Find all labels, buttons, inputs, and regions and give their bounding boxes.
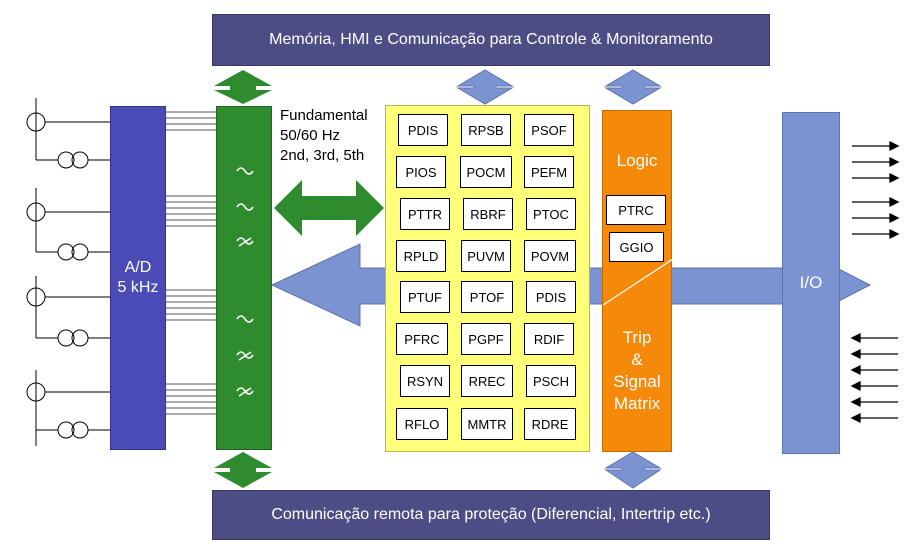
function-cell: PTUF xyxy=(400,281,450,313)
top-bar: Memória, HMI e Comunicação para Controle… xyxy=(212,14,770,66)
bottom-green-arrow xyxy=(214,452,272,488)
filter-note: Fundamental 50/60 Hz 2nd, 3rd, 5th xyxy=(280,106,390,166)
function-cell: RDIF xyxy=(524,323,574,355)
trip-line-1: Trip xyxy=(622,328,652,347)
function-cell: POCM xyxy=(460,156,512,188)
function-cell: PDIS xyxy=(398,114,448,146)
trip-line-4: Matrix xyxy=(613,394,661,413)
function-cell: PFRC xyxy=(396,323,448,355)
function-cell: PSOF xyxy=(524,114,574,146)
function-cell: PDIS xyxy=(526,281,576,313)
function-cell: RREC xyxy=(461,365,513,397)
function-cell: POVM xyxy=(524,240,576,272)
filter-note-line3: 2nd, 3rd, 5th xyxy=(280,147,365,164)
ad-filter-wires xyxy=(166,111,216,415)
function-cell: RPLD xyxy=(396,240,446,272)
filter-symbols xyxy=(236,167,254,397)
function-cell: RPSB xyxy=(461,114,511,146)
function-cell: RSYN xyxy=(400,365,450,397)
ad-label: A/D xyxy=(124,259,152,276)
function-cell: PTOF xyxy=(461,281,513,313)
logic-divider xyxy=(603,258,673,306)
function-cell: PTOC xyxy=(526,198,576,230)
function-cell: PEFM xyxy=(524,156,574,188)
input-transducers xyxy=(26,98,110,446)
top-bar-label: Memória, HMI e Comunicação para Controle… xyxy=(269,31,713,48)
bottom-bar: Comunicação remota para proteção (Difere… xyxy=(212,490,770,540)
function-cell: PTTR xyxy=(400,198,450,230)
logic-item-ggio: GGIO xyxy=(609,232,664,262)
logic-item-ptrc: PTRC xyxy=(606,195,666,225)
io-block: I/O xyxy=(782,112,840,454)
top-green-arrow xyxy=(214,70,272,104)
function-cell: PIOS xyxy=(396,156,446,188)
logic-title: Logic xyxy=(616,151,658,170)
filter-note-line1: Fundamental xyxy=(280,107,368,124)
green-double-arrow xyxy=(274,180,384,236)
function-cell: MMTR xyxy=(461,408,513,440)
output-arrows xyxy=(852,140,900,240)
top-blue-arrow-2 xyxy=(604,69,662,105)
function-cell: PSCH xyxy=(526,365,576,397)
top-blue-arrow-1 xyxy=(456,69,514,105)
trip-line-2: & xyxy=(631,350,643,369)
function-cell: PUVM xyxy=(461,240,511,272)
trip-line-3: Signal xyxy=(613,372,661,391)
bottom-blue-arrow xyxy=(604,451,662,489)
input-arrows xyxy=(850,332,898,424)
io-label: I/O xyxy=(799,273,823,292)
bottom-bar-label: Comunicação remota para proteção (Difere… xyxy=(271,506,711,523)
function-cell: RDRE xyxy=(524,408,576,440)
logic-trip-matrix-block: Logic PTRC GGIO Trip & Signal Matrix xyxy=(602,110,673,452)
ad-converter-block: A/D 5 kHz xyxy=(110,106,166,450)
function-cell: PGPF xyxy=(461,323,511,355)
filter-block xyxy=(216,106,272,450)
ad-rate: 5 kHz xyxy=(117,279,159,296)
filter-note-line2: 50/60 Hz xyxy=(280,127,341,144)
function-cell: RFLO xyxy=(396,408,448,440)
function-cell: RBRF xyxy=(463,198,513,230)
trip-matrix-label: Trip & Signal Matrix xyxy=(603,327,671,415)
protection-functions-block: PDIS RPSB PSOF PIOS POCM PEFM PTTR RBRF … xyxy=(385,105,590,452)
